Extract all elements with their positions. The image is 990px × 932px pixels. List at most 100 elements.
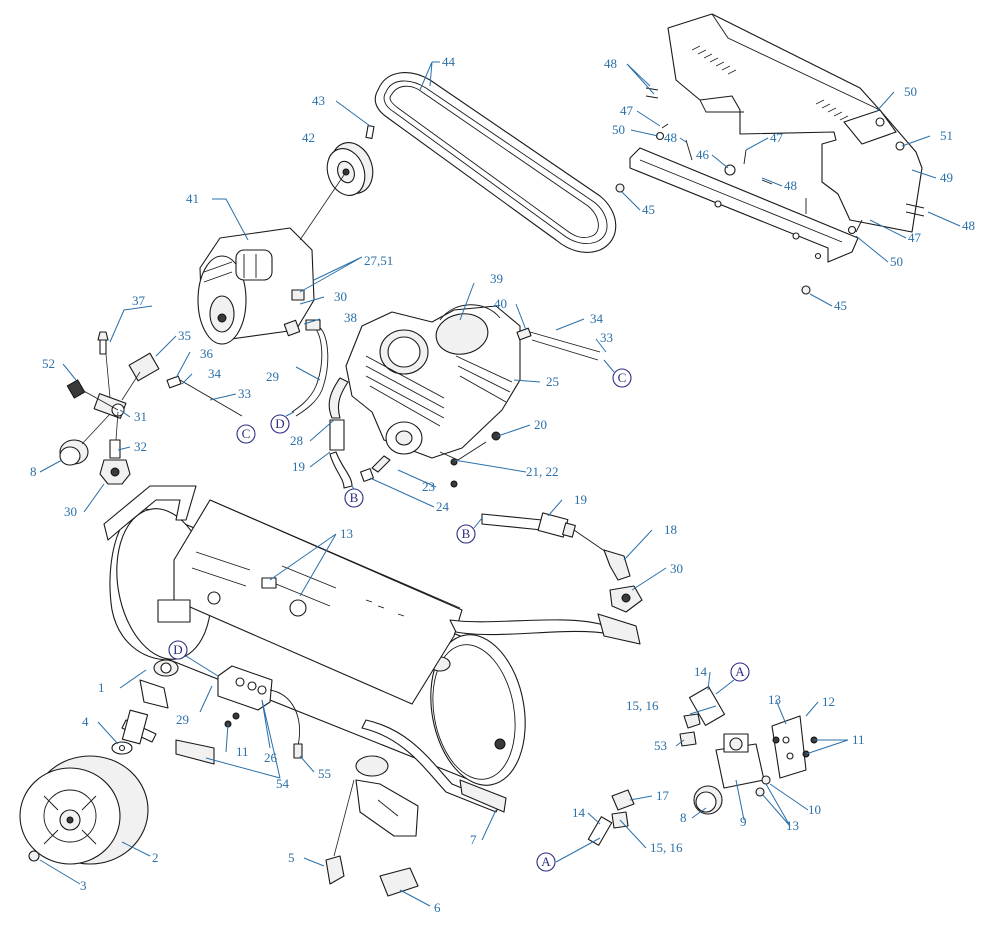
callout-3: 3: [80, 878, 87, 893]
callout-24: 24: [436, 499, 450, 514]
front-handle: [361, 719, 507, 813]
callout-18: 18: [664, 522, 677, 537]
guard-bracket: [629, 147, 859, 263]
callout-13-reg: 13: [768, 692, 781, 707]
callout-52: 52: [42, 356, 55, 371]
callout-34-left: 34: [208, 366, 222, 381]
callout-30-right: 30: [670, 561, 683, 576]
callout-50-right: 50: [890, 254, 903, 269]
svg-text:A: A: [541, 854, 551, 869]
belt-guard: [667, 13, 923, 233]
callout-27-51: 27,51: [364, 253, 393, 268]
callout-53: 53: [654, 738, 667, 753]
electric-motor: [197, 171, 347, 345]
callout-38: 38: [344, 310, 357, 325]
svg-text:D: D: [173, 642, 182, 657]
callout-48-low: 48: [784, 178, 797, 193]
callout-47-left: 47: [620, 103, 634, 118]
ref-marker-a-lower: A: [536, 852, 556, 872]
ref-marker-b-hose: B: [456, 517, 483, 544]
callout-25: 25: [546, 374, 559, 389]
ref-marker-b-pump: B: [344, 485, 364, 508]
callout-28: 28: [290, 433, 303, 448]
callout-2: 2: [152, 850, 159, 865]
svg-text:C: C: [242, 426, 251, 441]
drive-belt: [374, 72, 617, 253]
callout-15-16-lower: 15, 16: [650, 840, 683, 855]
callout-21-22: 21, 22: [526, 464, 559, 479]
callout-44: 44: [442, 54, 456, 69]
callout-29-bottom: 29: [176, 712, 189, 727]
svg-text:A: A: [735, 664, 745, 679]
callout-50-top: 50: [904, 84, 917, 99]
wheel-assembly: [19, 709, 149, 865]
callout-34-right: 34: [590, 311, 604, 326]
svg-text:B: B: [462, 526, 471, 541]
ref-marker-c-right: C: [603, 359, 632, 388]
callout-46: 46: [696, 147, 710, 162]
callout-42: 42: [302, 130, 315, 145]
callout-19-left: 19: [292, 459, 305, 474]
callout-labels: 44 43 42 41 27,51 30 37 38 39 40 34 33 3…: [30, 54, 975, 915]
motor-pulley: [326, 125, 375, 196]
callout-48-top: 48: [604, 56, 617, 71]
callout-47-mid: 47: [770, 130, 784, 145]
callout-51: 51: [940, 128, 953, 143]
rear-handle: [103, 485, 641, 645]
callout-33-right: 33: [600, 330, 613, 345]
callout-33-left: 33: [238, 386, 251, 401]
callout-13-tank: 13: [340, 526, 353, 541]
pressure-switch-manifold: [59, 331, 243, 485]
pump-fittings: [360, 327, 601, 488]
callout-36: 36: [200, 346, 214, 361]
discharge-tube: [328, 377, 353, 489]
callout-23: 23: [422, 479, 435, 494]
callout-13-lower: 13: [786, 818, 799, 833]
callout-15-16-upper: 15, 16: [626, 698, 659, 713]
callout-7: 7: [470, 832, 477, 847]
reference-markers: C C D D B B A: [168, 359, 750, 872]
callout-10: 10: [808, 802, 821, 817]
callout-39: 39: [490, 271, 503, 286]
callout-11-right: 11: [852, 732, 865, 747]
callout-12: 12: [822, 694, 835, 709]
callout-48-mid: 48: [664, 130, 677, 145]
callout-35: 35: [178, 328, 191, 343]
callout-50-left: 50: [612, 122, 625, 137]
compressor-pump: [345, 304, 521, 473]
callout-55: 55: [318, 766, 331, 781]
callout-40: 40: [494, 296, 507, 311]
callout-6: 6: [434, 900, 441, 915]
callout-47-right: 47: [908, 230, 922, 245]
discharge-hose-right: [481, 512, 643, 613]
ref-marker-d-tank: D: [168, 640, 219, 677]
ref-marker-c-left: C: [236, 424, 256, 444]
svg-text:C: C: [618, 370, 627, 385]
callout-37: 37: [132, 293, 146, 308]
drain-valve: [325, 779, 355, 885]
tank-top-plate: [157, 499, 463, 705]
callout-8-right: 8: [680, 810, 687, 825]
callout-11-left: 11: [236, 744, 249, 759]
svg-text:D: D: [275, 416, 284, 431]
leader-lines: [39, 61, 961, 907]
callout-8-left: 8: [30, 464, 37, 479]
callout-20: 20: [534, 417, 547, 432]
callout-30-left: 30: [64, 504, 77, 519]
callout-54: 54: [276, 776, 290, 791]
callout-19-right: 19: [574, 492, 587, 507]
callout-14-upper: 14: [694, 664, 708, 679]
callout-1: 1: [98, 680, 105, 695]
callout-4: 4: [82, 714, 89, 729]
callout-9: 9: [740, 814, 747, 829]
pressure-switch-box: [175, 665, 303, 765]
ref-marker-a-upper: A: [715, 662, 750, 695]
callout-14-lower: 14: [572, 805, 586, 820]
callout-45-left: 45: [642, 202, 655, 217]
callout-29-top: 29: [266, 369, 279, 384]
ref-marker-d-top: D: [270, 411, 295, 434]
callout-32: 32: [134, 439, 147, 454]
hose-upper: [283, 319, 329, 417]
